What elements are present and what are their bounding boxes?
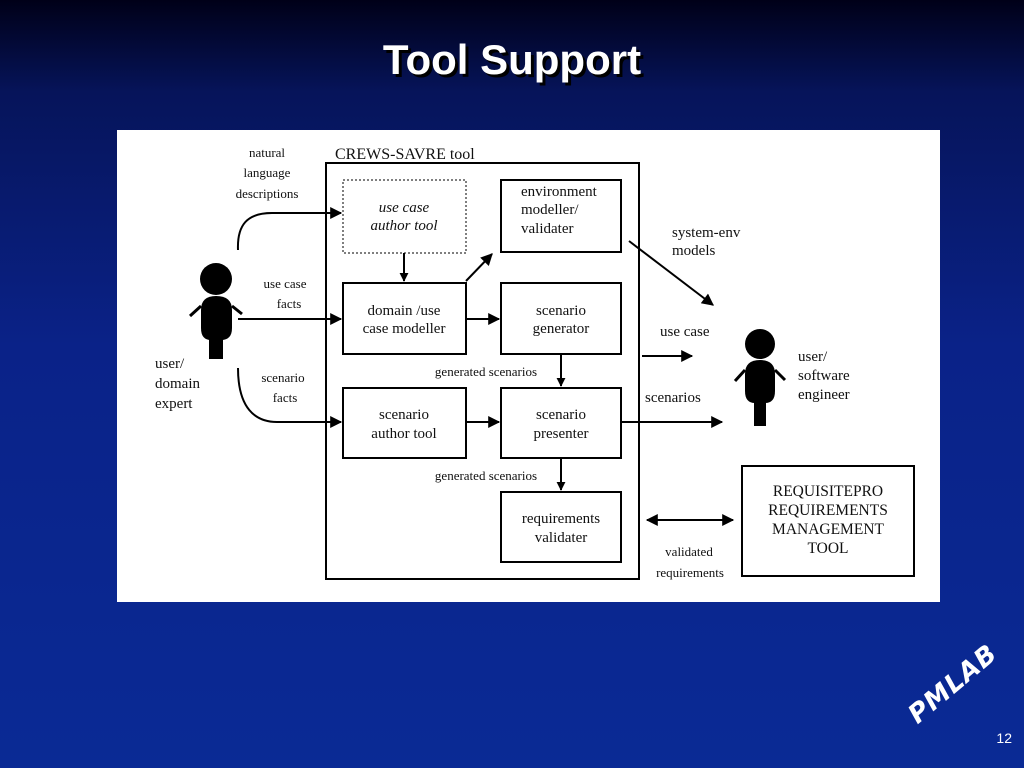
container-label: CREWS-SAVRE tool (335, 146, 475, 163)
use-case-author-tool-line-1: use case (379, 200, 430, 216)
scenario-generator-line-1: scenario (536, 303, 586, 319)
use-case-label: use case (660, 324, 710, 340)
domain-expert-person-icon (188, 263, 243, 359)
pmlab-logo: PMLAB (902, 638, 1004, 730)
scenario-generator-line-2: generator (533, 321, 590, 337)
scenario-facts-arrow (237, 367, 343, 428)
use-case-facts-label-1: use case (264, 276, 307, 291)
system-env-models-label-1: system-env (672, 225, 741, 241)
requirements-validater-line-2: validater (535, 530, 587, 546)
scenario-presenter-line-2: presenter (534, 426, 589, 442)
natural-language-arrow (236, 207, 343, 251)
scenario-author-tool-line-2: author tool (371, 426, 436, 442)
modeller-to-environment-arrow (465, 253, 493, 282)
slide-title: Tool Support (382, 36, 642, 83)
diagram-canvas: CREWS-SAVRE tool use case author tool en… (155, 145, 915, 580)
requisitepro-line-3: MANAGEMENT (772, 521, 884, 538)
requisitepro-box (741, 465, 915, 577)
requisitepro-line-2: REQUIREMENTS (768, 502, 888, 519)
environment-modeller-box (500, 179, 622, 253)
user-domain-expert-label-1: user/ (155, 356, 185, 372)
scenario-author-tool-line-1: scenario (379, 407, 429, 423)
use-case-author-tool-line-2: author tool (370, 218, 437, 234)
system-env-models-label-2: models (672, 243, 715, 259)
environment-modeller-line-1: environment (521, 184, 598, 200)
use-case-author-tool-box (342, 179, 467, 254)
page-number: 12 (996, 730, 1012, 746)
scenario-presenter-box (500, 387, 622, 459)
system-env-models-arrow (628, 240, 714, 306)
scenario-presenter-line-1: scenario (536, 407, 586, 423)
user-software-engineer-label-2: software (798, 368, 850, 384)
scenario-facts-label-2: facts (273, 390, 298, 405)
generated-scenarios-label-2: generated scenarios (435, 468, 537, 483)
crews-savre-diagram: CREWS-SAVRE tool use case author tool en… (117, 130, 940, 602)
use-case-facts-label-2: facts (277, 296, 302, 311)
requisitepro-line-4: TOOL (807, 540, 848, 557)
natural-language-label-2: language (244, 165, 291, 180)
crews-savre-container (325, 162, 640, 580)
user-domain-expert-label-2: domain (155, 376, 200, 392)
generated-scenarios-label-1: generated scenarios (435, 364, 537, 379)
domain-use-case-modeller-line-2: case modeller (363, 321, 446, 337)
environment-modeller-line-3: validater (521, 221, 573, 237)
domain-use-case-modeller-line-1: domain /use (368, 303, 441, 319)
user-software-engineer-label-3: engineer (798, 387, 850, 403)
scenario-facts-label-1: scenario (261, 370, 304, 385)
requirements-validater-box (500, 491, 622, 563)
requirements-validater-line-1: requirements (522, 511, 600, 527)
user-domain-expert-label-3: expert (155, 396, 193, 412)
natural-language-label-1: natural (249, 145, 285, 160)
environment-modeller-line-2: modeller/ (521, 202, 579, 218)
scenario-author-tool-box (342, 387, 467, 459)
validated-requirements-label-1: validated (665, 544, 713, 559)
natural-language-label-3: descriptions (236, 186, 299, 201)
validated-requirements-label-2: requirements (656, 565, 724, 580)
user-software-engineer-label-1: user/ (798, 349, 828, 365)
software-engineer-person-icon (733, 329, 787, 426)
requisitepro-line-1: REQUISITEPRO (773, 483, 883, 500)
scenarios-label: scenarios (645, 390, 701, 406)
